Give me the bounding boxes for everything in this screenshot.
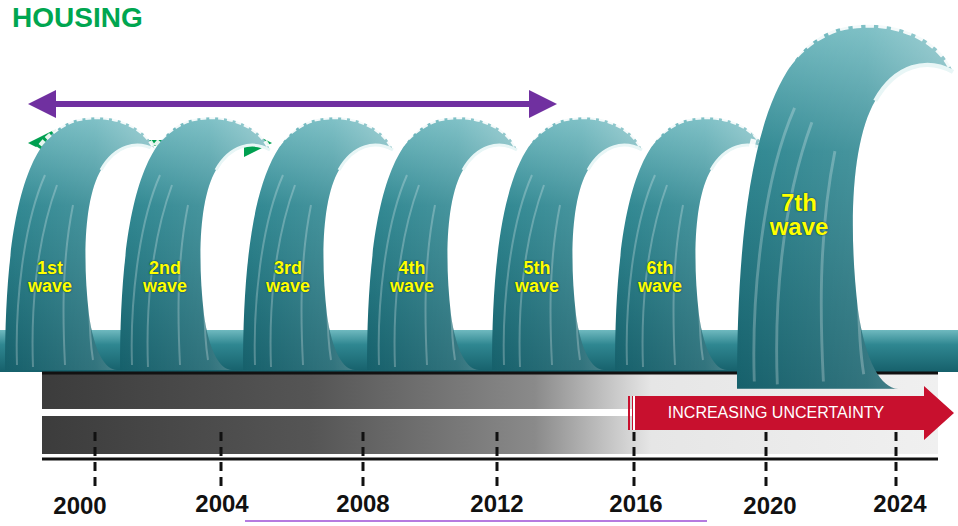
wave-label: 7th wave <box>761 191 838 239</box>
wave-label: 1st wave <box>21 259 79 295</box>
wave-label: 4th wave <box>383 259 441 295</box>
arrow-label: INCREASING UNCERTAINTY <box>668 404 884 422</box>
topic-heading: HOUSING <box>12 2 143 34</box>
year-label: 2012 <box>470 490 523 518</box>
bar-edge <box>42 458 938 461</box>
wave-label: 6th wave <box>631 259 689 295</box>
wave-node: 7th wave <box>737 10 953 389</box>
wave-label: 2nd wave <box>136 259 194 295</box>
year-label: 2004 <box>195 490 248 518</box>
year-ticks <box>95 432 896 488</box>
year-label: 2016 <box>609 490 662 518</box>
wave-label: 5th wave <box>508 259 566 295</box>
year-label: 2020 <box>743 492 796 520</box>
year-label: 2008 <box>336 490 389 518</box>
span-arrow <box>28 90 557 118</box>
wave-label: 3rd wave <box>259 259 317 295</box>
underline <box>245 520 707 522</box>
wave-shape <box>737 10 953 389</box>
uncertainty-arrow: INCREASING UNCERTAINTY <box>626 386 954 440</box>
year-label: 2024 <box>873 490 926 518</box>
year-label: 2000 <box>53 492 106 520</box>
